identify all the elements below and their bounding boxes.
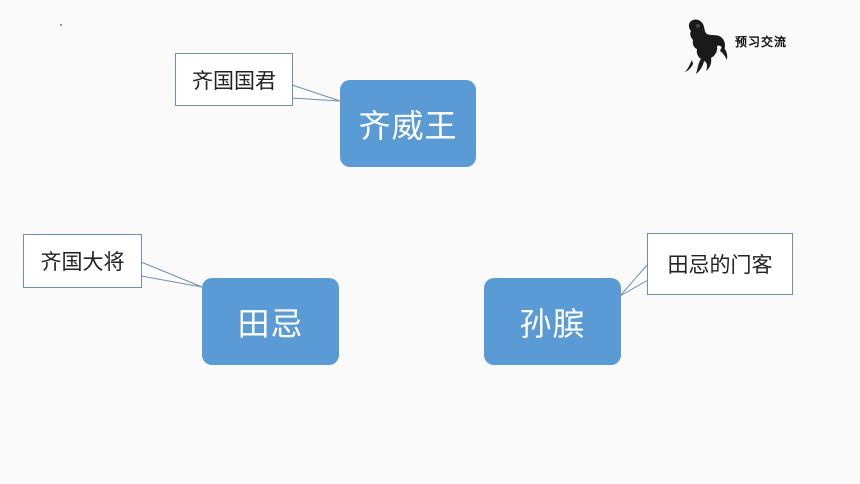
node-label: 田忌 [237,304,304,343]
callout-text: 田忌的门客 [667,253,773,277]
callout-sun-bin: 田忌的门客 [647,233,793,295]
node-label: 齐威王 [358,106,458,145]
node-label: 孙膑 [519,304,586,343]
callout-tail-qi-wei-wang [291,84,341,102]
node-tian-ji: 田忌 [202,278,339,365]
section-label: 预习交流 [735,35,788,49]
callout-tian-ji: 齐国大将 [23,234,142,288]
callout-text: 齐国大将 [40,250,125,274]
decorative-dot [60,24,62,26]
callout-tail-sun-bin [619,262,649,297]
node-sun-bin: 孙膑 [484,278,621,365]
callout-text: 齐国国君 [192,68,276,93]
galloping-horse-ink-icon [685,19,728,74]
node-qi-wei-wang: 齐威王 [340,80,476,167]
callout-tail-tian-ji [140,261,203,288]
callout-qi-wei-wang: 齐国国君 [175,53,293,106]
